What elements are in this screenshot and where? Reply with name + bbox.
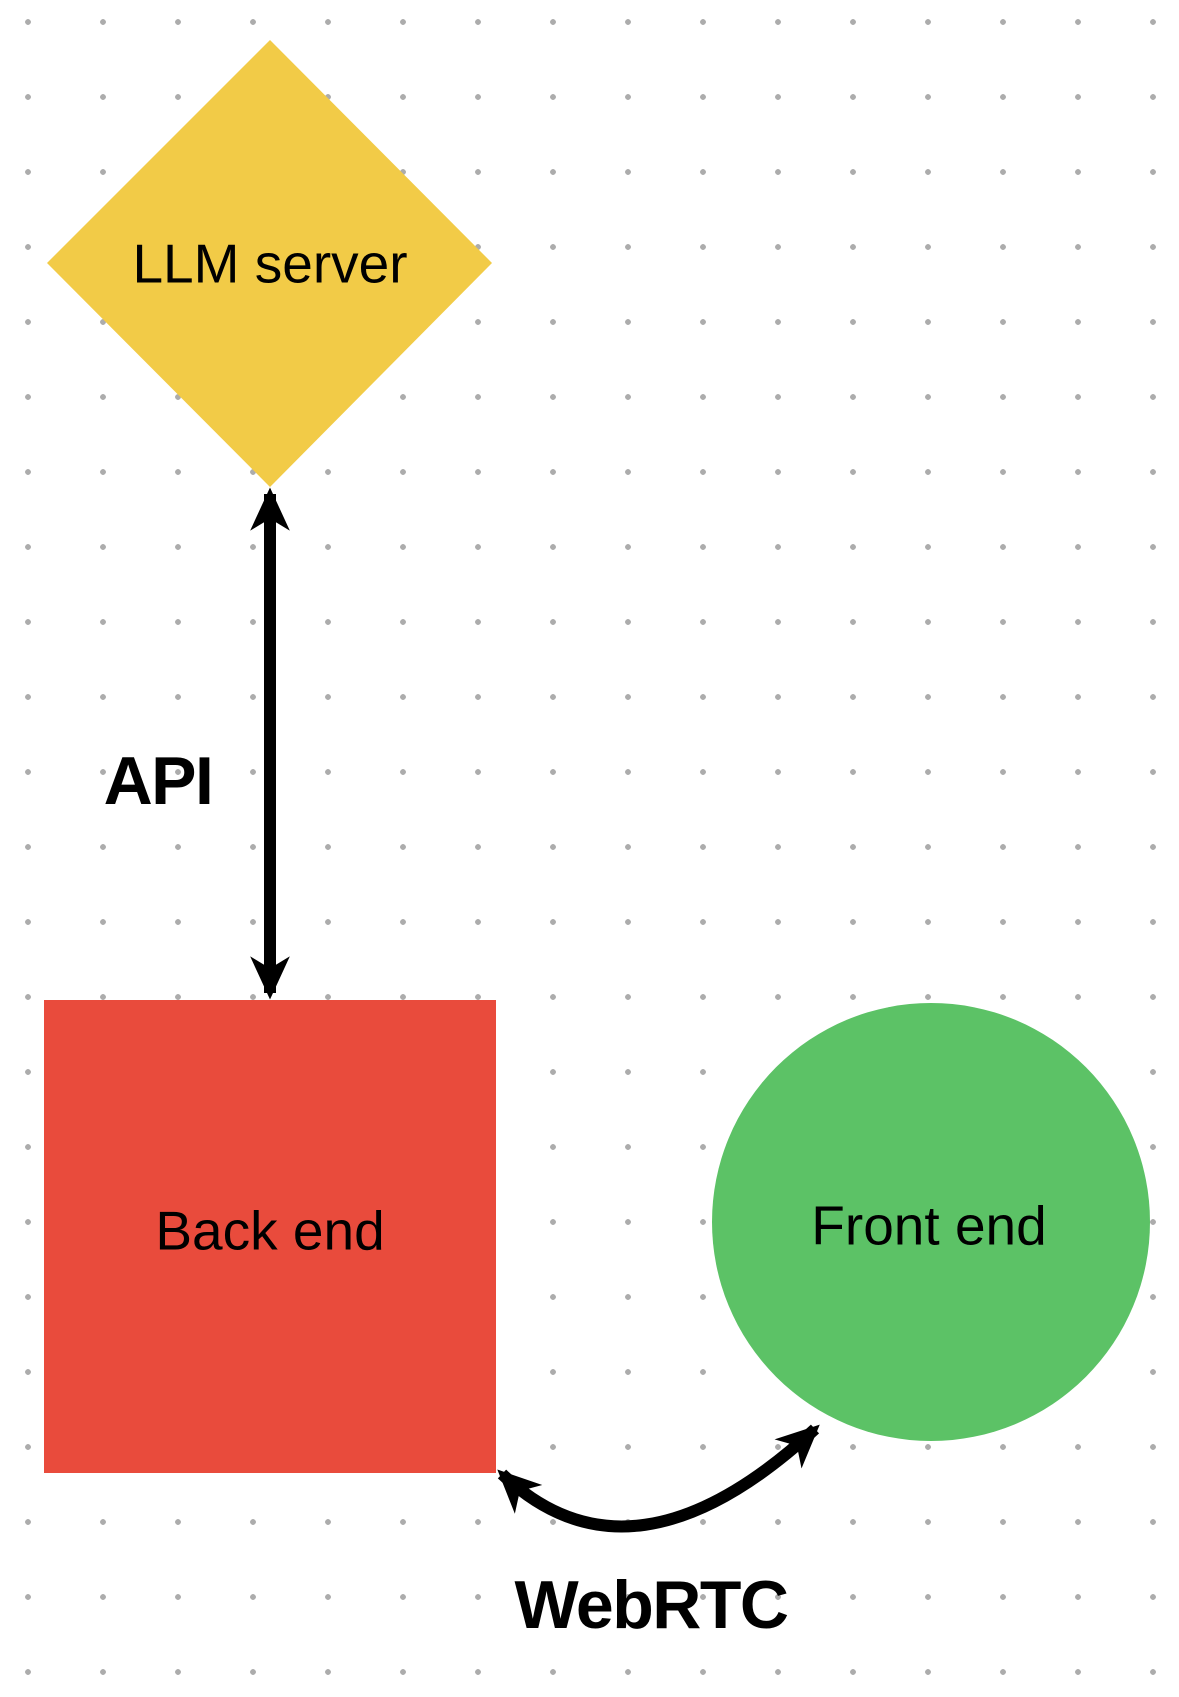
front-end-node[interactable] [712,1003,1150,1441]
back-end-label: Back end [155,1199,385,1262]
back-end-node[interactable] [44,1000,496,1473]
api-edge-label: API [103,743,214,819]
webrtc-edge-label: WebRTC [514,1567,789,1643]
llm-server-label: LLM server [132,232,408,295]
webrtc-edge-arrow[interactable] [497,1424,820,1533]
llm-server-node[interactable] [47,40,492,487]
front-end-label: Front end [811,1194,1047,1257]
